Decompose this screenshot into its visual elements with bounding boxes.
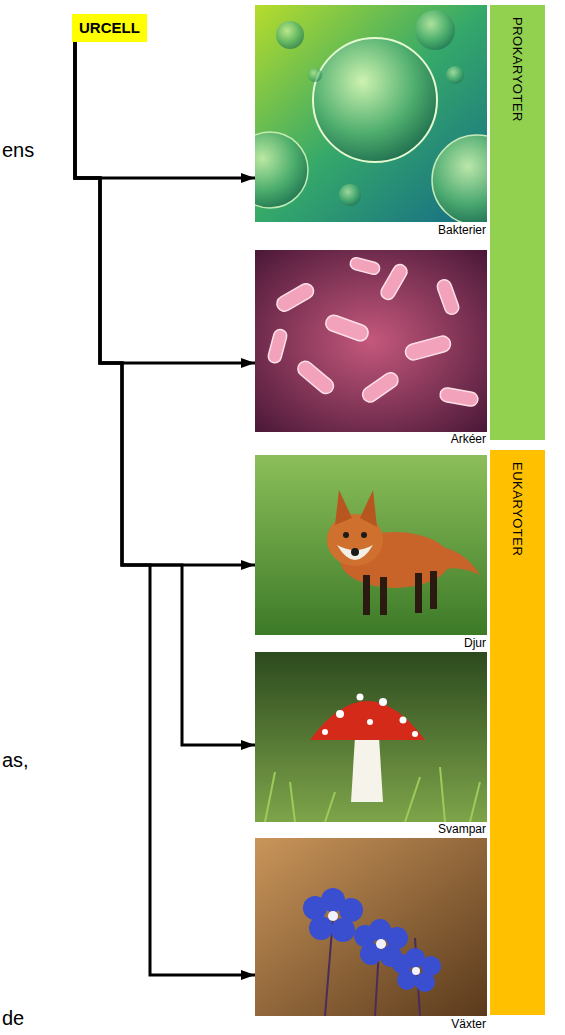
tree-branch xyxy=(75,42,255,975)
domain-band: EUKARYOTER xyxy=(490,450,545,1015)
organism-picture: Svampar xyxy=(255,652,487,836)
band-title: PROKARYOTER xyxy=(510,17,525,122)
root-title: URCELL xyxy=(79,19,140,37)
picture-caption: Arkéer xyxy=(450,432,487,446)
flower-picture xyxy=(255,838,487,1016)
picture-caption: Djur xyxy=(463,636,487,650)
tree-branch xyxy=(75,42,255,565)
mushroom-picture xyxy=(255,652,487,822)
cut-off-text: ens xyxy=(2,138,34,162)
picture-caption: Svampar xyxy=(437,822,487,836)
cut-off-text: de xyxy=(2,1006,24,1030)
picture-caption: Växter xyxy=(450,1017,487,1031)
fox-picture xyxy=(255,455,487,635)
cut-off-text: as, xyxy=(2,748,29,772)
archaea-picture xyxy=(255,250,487,432)
organism-picture: Växter xyxy=(255,838,487,1031)
organism-picture: Bakterier xyxy=(255,5,487,237)
bacteria-picture xyxy=(255,5,487,222)
domain-band: PROKARYOTER xyxy=(490,5,545,440)
organism-picture: Djur xyxy=(255,455,487,650)
band-title: EUKARYOTER xyxy=(510,462,525,556)
organism-picture: Arkéer xyxy=(255,250,487,446)
tree-branch xyxy=(75,42,255,363)
tree-branch xyxy=(75,42,255,178)
picture-caption: Bakterier xyxy=(437,223,487,237)
tree-branch xyxy=(75,42,255,745)
root-label: URCELL xyxy=(72,14,147,42)
